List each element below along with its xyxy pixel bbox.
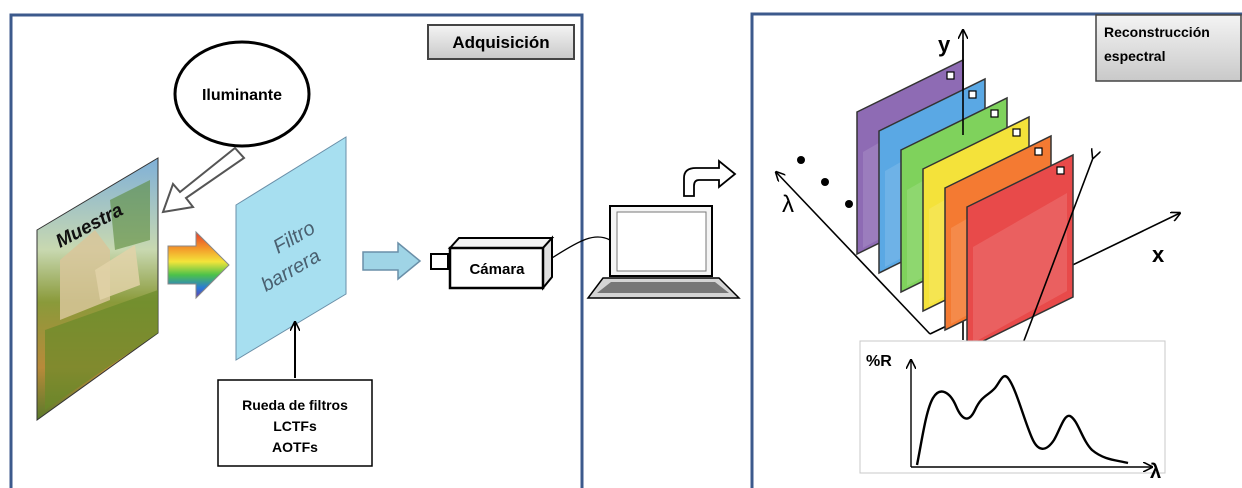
more-bands-dots (797, 156, 853, 208)
reflectance-spectrum-chart: %R λ (859, 340, 1166, 483)
band-pixel-marker (968, 90, 977, 99)
axis-y-label: y (938, 32, 951, 57)
filter-option-2: AOTFs (272, 439, 318, 455)
filter-option-1: LCTFs (273, 418, 317, 434)
camera: Cámara (430, 235, 555, 291)
band-pixel-marker (1034, 147, 1043, 156)
illumination-arrow-icon (161, 146, 246, 214)
acquisition-title-box: Adquisición (427, 24, 575, 60)
acquisition-panel (9, 13, 584, 488)
reconstruction-title-line1: Reconstrucción (1104, 24, 1210, 40)
reconstruction-panel (750, 12, 1242, 488)
acquisition-title: Adquisición (452, 33, 549, 52)
lambda-axis (776, 172, 931, 335)
band-pixel-marker (946, 71, 955, 80)
spectrum-xlabel: λ (1150, 461, 1161, 483)
spectrum-arrow-icon (167, 230, 230, 300)
axis-x-label: x (1152, 242, 1165, 267)
barrier-filter: Filtro barrera (235, 136, 347, 361)
band-pixel-marker (1012, 128, 1021, 137)
axis-lambda-label: λ (782, 191, 794, 218)
spectral-bands (856, 58, 1074, 351)
spectrum-ylabel: %R (866, 353, 892, 370)
band-pixel-marker (1056, 166, 1065, 175)
camera-label: Cámara (469, 261, 525, 278)
laptop-icon (586, 205, 741, 299)
camera-lens-icon (430, 253, 449, 270)
spectrum-frame (859, 340, 1166, 474)
spectrum-curve (915, 375, 1129, 466)
illuminant: Iluminante (173, 40, 311, 148)
illuminant-label: Iluminante (202, 87, 282, 104)
filter-to-camera-arrow-icon (362, 241, 422, 281)
sample-image: Muestra (36, 157, 159, 421)
filter-option-0: Rueda de filtros (242, 397, 348, 413)
export-arrow-icon (683, 159, 737, 197)
filter-options-box: Rueda de filtros LCTFs AOTFs (217, 379, 373, 467)
reconstruction-title-line2: espectral (1104, 48, 1165, 64)
band-pixel-marker (990, 109, 999, 118)
reconstruction-title-box: Reconstrucción espectral (1095, 14, 1242, 82)
pixel-spectrum-link (1011, 158, 1093, 375)
